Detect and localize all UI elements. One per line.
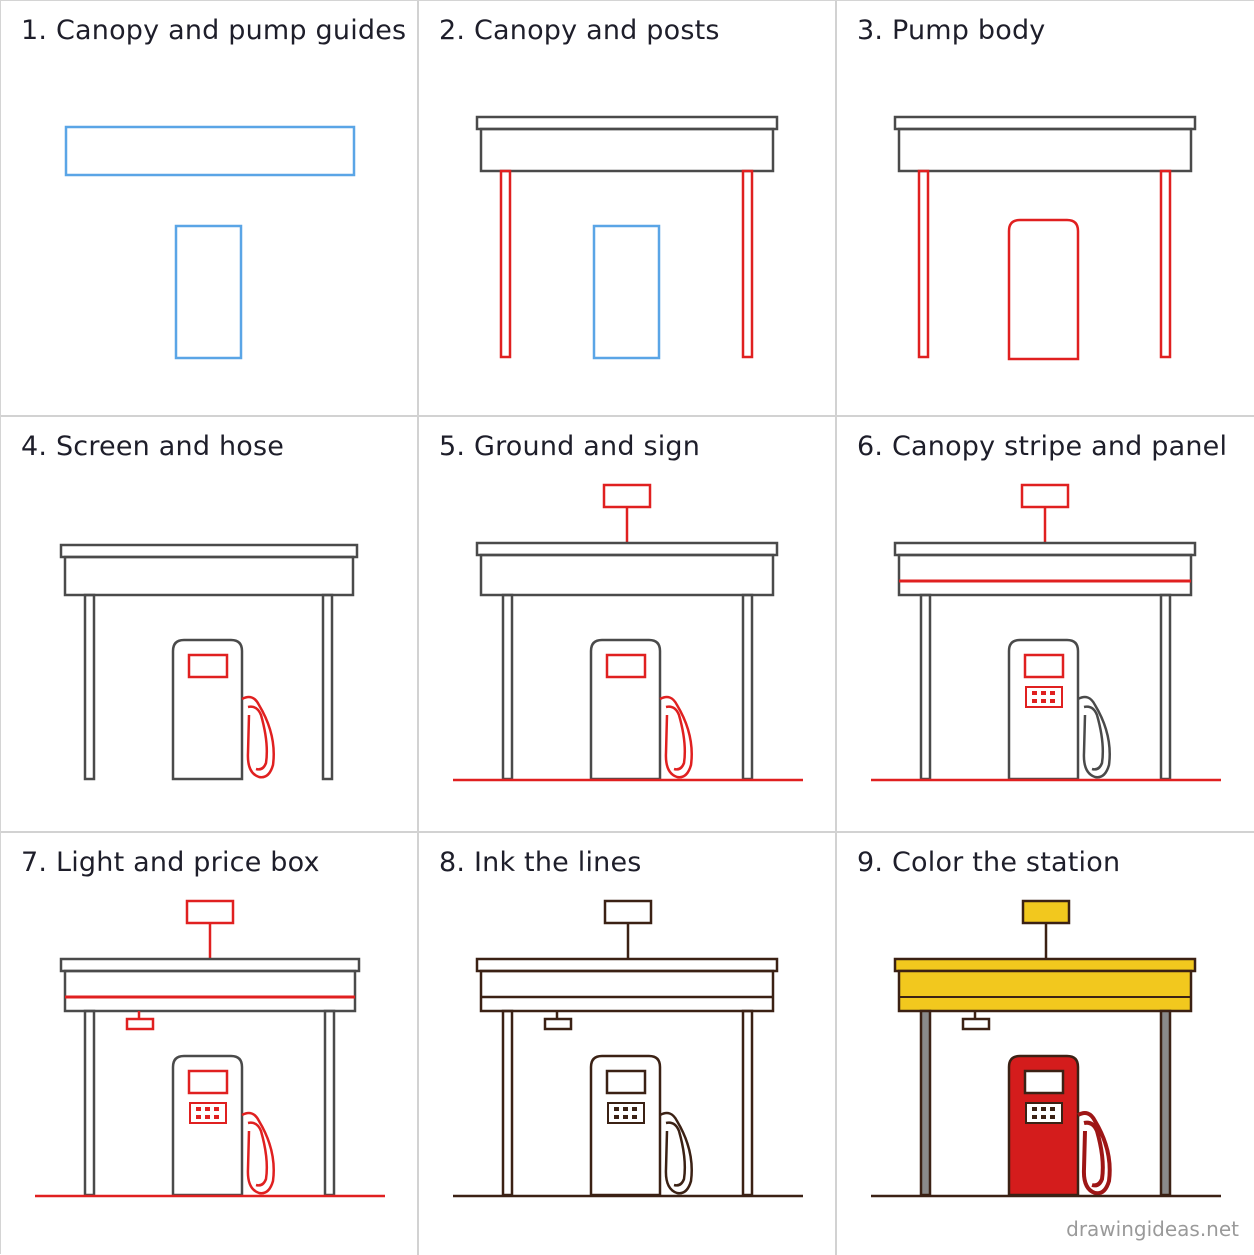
hose [659, 1111, 693, 1195]
step-caption-2: 2. Canopy and posts [439, 15, 720, 46]
canopy-body [479, 969, 775, 1013]
canopy-top [893, 957, 1197, 973]
step-drawing-4 [59, 543, 359, 781]
pump-guide [174, 224, 243, 360]
canopy-guide [64, 125, 356, 177]
step-caption-4: 4. Screen and hose [21, 431, 285, 462]
canopy-top [475, 541, 779, 557]
canopy-body [63, 555, 355, 597]
left-post [501, 1009, 514, 1197]
hose [1077, 1111, 1112, 1196]
right-post [741, 169, 754, 359]
price-box [1025, 1102, 1063, 1124]
step-drawing-7 [35, 899, 385, 1198]
hose [1077, 695, 1111, 779]
step-drawing-6 [871, 483, 1221, 782]
right-post [321, 593, 334, 781]
canopy-body [479, 127, 775, 173]
pump-screen [1023, 653, 1065, 679]
right-post [1159, 169, 1172, 359]
step-panel-5: 5. Ground and sign [419, 417, 837, 833]
left-post [501, 593, 514, 781]
step-caption-1: 1. Canopy and pump guides [21, 15, 407, 46]
canopy-top [475, 957, 779, 973]
canopy-top [475, 115, 779, 131]
step-panel-2: 2. Canopy and posts [419, 1, 837, 417]
step-drawing-9 [871, 899, 1221, 1198]
step-panel-8: 8. Ink the lines [419, 833, 837, 1255]
pump-body [589, 1054, 662, 1197]
pump-body [171, 1054, 244, 1197]
hose [659, 695, 693, 779]
pump-body [171, 638, 244, 781]
left-post [499, 169, 512, 359]
pump-screen [187, 653, 229, 679]
left-post [919, 1009, 932, 1197]
canopy-light [543, 1011, 573, 1031]
canopy-light [125, 1011, 155, 1031]
step-panel-6: 6. Canopy stripe and panel [837, 417, 1254, 833]
sign-box [602, 483, 652, 509]
canopy-light [961, 1011, 991, 1031]
price-box [189, 1102, 227, 1124]
right-post [1159, 1009, 1172, 1197]
step-caption-3: 3. Pump body [857, 15, 1046, 46]
price-box [607, 1102, 645, 1124]
canopy-top [893, 541, 1197, 557]
canopy-top [59, 957, 361, 973]
step-caption-5: 5. Ground and sign [439, 431, 701, 462]
pump-guide [592, 224, 661, 360]
step-drawing-8 [453, 899, 803, 1198]
right-post [741, 593, 754, 781]
canopy-body [897, 127, 1193, 173]
pump-body [589, 638, 662, 781]
hose [241, 1111, 275, 1195]
left-post [917, 169, 930, 359]
step-caption-9: 9. Color the station [857, 847, 1121, 878]
sign-box [1020, 483, 1070, 509]
step-caption-6: 6. Canopy stripe and panel [857, 431, 1228, 462]
pump-body [1007, 218, 1080, 361]
step-panel-3: 3. Pump body [837, 1, 1254, 417]
sign-box [1021, 899, 1071, 925]
canopy-top [59, 543, 359, 559]
pump-body [1007, 638, 1080, 781]
sign-box [185, 899, 235, 925]
hose [241, 695, 275, 779]
sign-box [603, 899, 653, 925]
pump-screen [605, 1069, 647, 1095]
canopy-body [63, 969, 357, 1013]
right-post [1159, 593, 1172, 781]
pump-screen [605, 653, 647, 679]
canopy-body [897, 969, 1193, 1013]
left-post [919, 593, 932, 781]
keypad-panel [1025, 686, 1063, 708]
step-drawing-5 [453, 483, 803, 782]
left-post [83, 1009, 96, 1197]
right-post [741, 1009, 754, 1197]
step-panel-1: 1. Canopy and pump guides [1, 1, 419, 417]
step-panel-9: 9. Color the station drawingideas.ne [837, 833, 1254, 1255]
step-panel-7: 7. Light and price box [1, 833, 419, 1255]
canopy-body [479, 553, 775, 597]
step-caption-7: 7. Light and price box [21, 847, 320, 878]
step-panel-4: 4. Screen and hose [1, 417, 419, 833]
left-post [83, 593, 96, 781]
canopy-top [893, 115, 1197, 131]
site-watermark: drawingideas.net [1066, 1217, 1239, 1241]
step-drawing-3 [893, 115, 1197, 361]
step-drawing-2 [475, 115, 779, 360]
canopy-body [897, 553, 1193, 597]
pump-screen [187, 1069, 229, 1095]
pump-screen [1023, 1069, 1065, 1095]
step-drawing-1 [64, 125, 356, 360]
step-caption-8: 8. Ink the lines [439, 847, 642, 878]
right-post [323, 1009, 336, 1197]
